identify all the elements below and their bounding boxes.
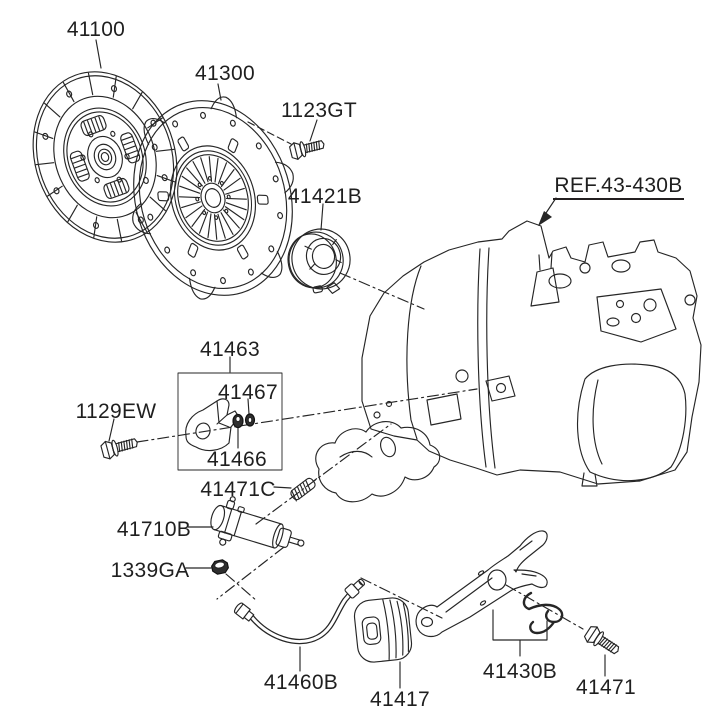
part-label-41430b: 41430B [482,660,558,683]
washer-41467-drawing [246,414,255,426]
nut-1339ga-drawing [211,559,229,575]
part-label-41417: 41417 [370,688,430,711]
release-cylinder-drawing [205,492,311,567]
part-label-41300: 41300 [195,62,255,85]
part-label-41466: 41466 [207,448,267,471]
bolt-41471-drawing [582,623,624,660]
bolt-1129ew-drawing [99,433,141,461]
release-fork-drawing [416,531,562,637]
part-label-1129ew: 1129EW [75,400,157,423]
boot-drawing [353,596,413,663]
part-label-41710b: 41710B [116,518,192,541]
part-label-41421b: 41421B [287,185,363,208]
release-bearing-drawing [282,224,356,301]
part-label-41100: 41100 [66,18,126,41]
part-label-41471: 41471 [576,676,636,699]
clutch-tube-drawing [233,577,367,642]
bolt-1123gt-drawing [288,135,327,161]
part-label-1123gt: 1123GT [280,99,358,122]
leader-lines [96,40,605,688]
part-label-1339ga: 1339GA [110,559,190,582]
part-label-41460b: 41460B [263,671,339,694]
clutch-cover-drawing [104,77,322,318]
bracket-drawing [186,399,239,451]
part-label-41467: 41467 [218,381,278,404]
part-label-41463: 41463 [200,338,260,361]
part-label-ref-43-430b: REF.43-430B [553,175,684,200]
nut-41466-drawing [233,415,243,428]
spring-41471c-drawing [289,474,320,501]
fork-clip-drawing [524,593,562,633]
transaxle-drawing [316,221,701,502]
clutch-disc-drawing [10,51,200,262]
center-lines [137,122,583,629]
bracket-kit-box [178,373,282,470]
part-label-41471c: 41471C [200,478,276,501]
